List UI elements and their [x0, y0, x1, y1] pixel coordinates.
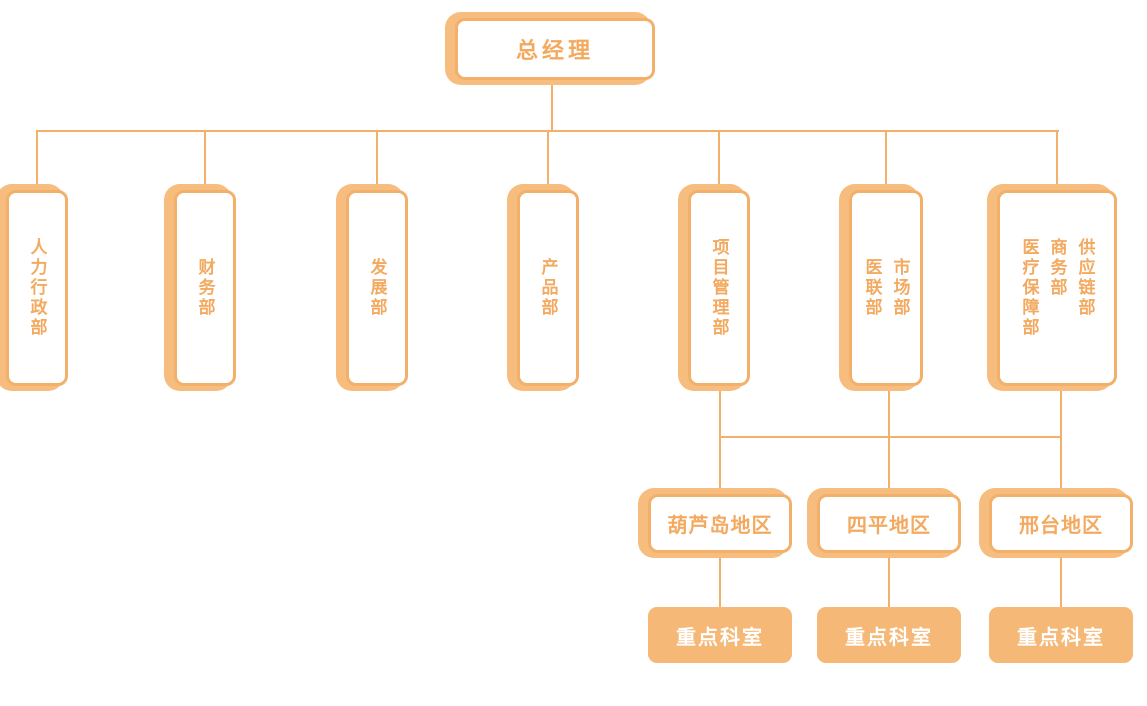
- node-dept-label: 人力行政部: [27, 238, 47, 338]
- node-region-label: 四平地区: [847, 515, 931, 537]
- node-region-xingtai[interactable]: 邢台地区: [979, 488, 1133, 558]
- node-dept-supply-business-medical-security[interactable]: 供应链部 商务部 医疗保障部: [987, 184, 1117, 391]
- node-root-label: 总经理: [515, 38, 594, 63]
- node-dept-development[interactable]: 发展部: [336, 184, 408, 391]
- node-dept-label: 项目管理部: [709, 238, 729, 338]
- node-root[interactable]: 总经理: [445, 12, 655, 85]
- connector-unit-drop-2: [888, 551, 890, 609]
- node-dept-label: 财务部: [195, 258, 215, 318]
- connector-drop-6: [885, 130, 887, 192]
- node-dept-project-management[interactable]: 项目管理部: [678, 184, 750, 391]
- node-dept-label: 市场部 医联部: [862, 258, 910, 318]
- node-key-unit-label: 重点科室: [845, 626, 933, 649]
- node-region-label: 邢台地区: [1019, 515, 1103, 537]
- node-region-huludao[interactable]: 葫芦岛地区: [638, 488, 792, 558]
- node-dept-finance[interactable]: 财务部: [164, 184, 236, 391]
- node-key-unit-siping[interactable]: 重点科室: [817, 607, 961, 663]
- connector-unit-drop-1: [719, 551, 721, 609]
- node-key-unit-huludao[interactable]: 重点科室: [648, 607, 792, 663]
- connector-unit-drop-3: [1060, 551, 1062, 609]
- connector-branch-drop-3: [1060, 384, 1062, 494]
- connector-branch-drop-2: [888, 384, 890, 494]
- node-dept-label: 发展部: [367, 258, 387, 318]
- node-dept-label: 产品部: [538, 258, 558, 318]
- node-dept-label: 供应链部 商务部 医疗保障部: [1019, 238, 1095, 338]
- node-key-unit-label: 重点科室: [676, 626, 764, 649]
- connector-branch-horizontal: [719, 436, 1062, 438]
- connector-drop-2: [204, 130, 206, 192]
- connector-drop-4: [547, 130, 549, 192]
- connector-root-drop: [551, 78, 553, 132]
- node-dept-hr-admin[interactable]: 人力行政部: [0, 184, 68, 391]
- connector-drop-7: [1056, 130, 1058, 192]
- connector-drop-3: [376, 130, 378, 192]
- connector-branch-drop-1: [719, 384, 721, 494]
- connector-drop-5: [718, 130, 720, 192]
- node-key-unit-xingtai[interactable]: 重点科室: [989, 607, 1133, 663]
- node-region-siping[interactable]: 四平地区: [807, 488, 961, 558]
- node-dept-market-medical-alliance[interactable]: 市场部 医联部: [839, 184, 923, 391]
- node-region-label: 葫芦岛地区: [667, 515, 773, 537]
- node-dept-product[interactable]: 产品部: [507, 184, 579, 391]
- node-key-unit-label: 重点科室: [1017, 626, 1105, 649]
- connector-drop-1: [36, 130, 38, 192]
